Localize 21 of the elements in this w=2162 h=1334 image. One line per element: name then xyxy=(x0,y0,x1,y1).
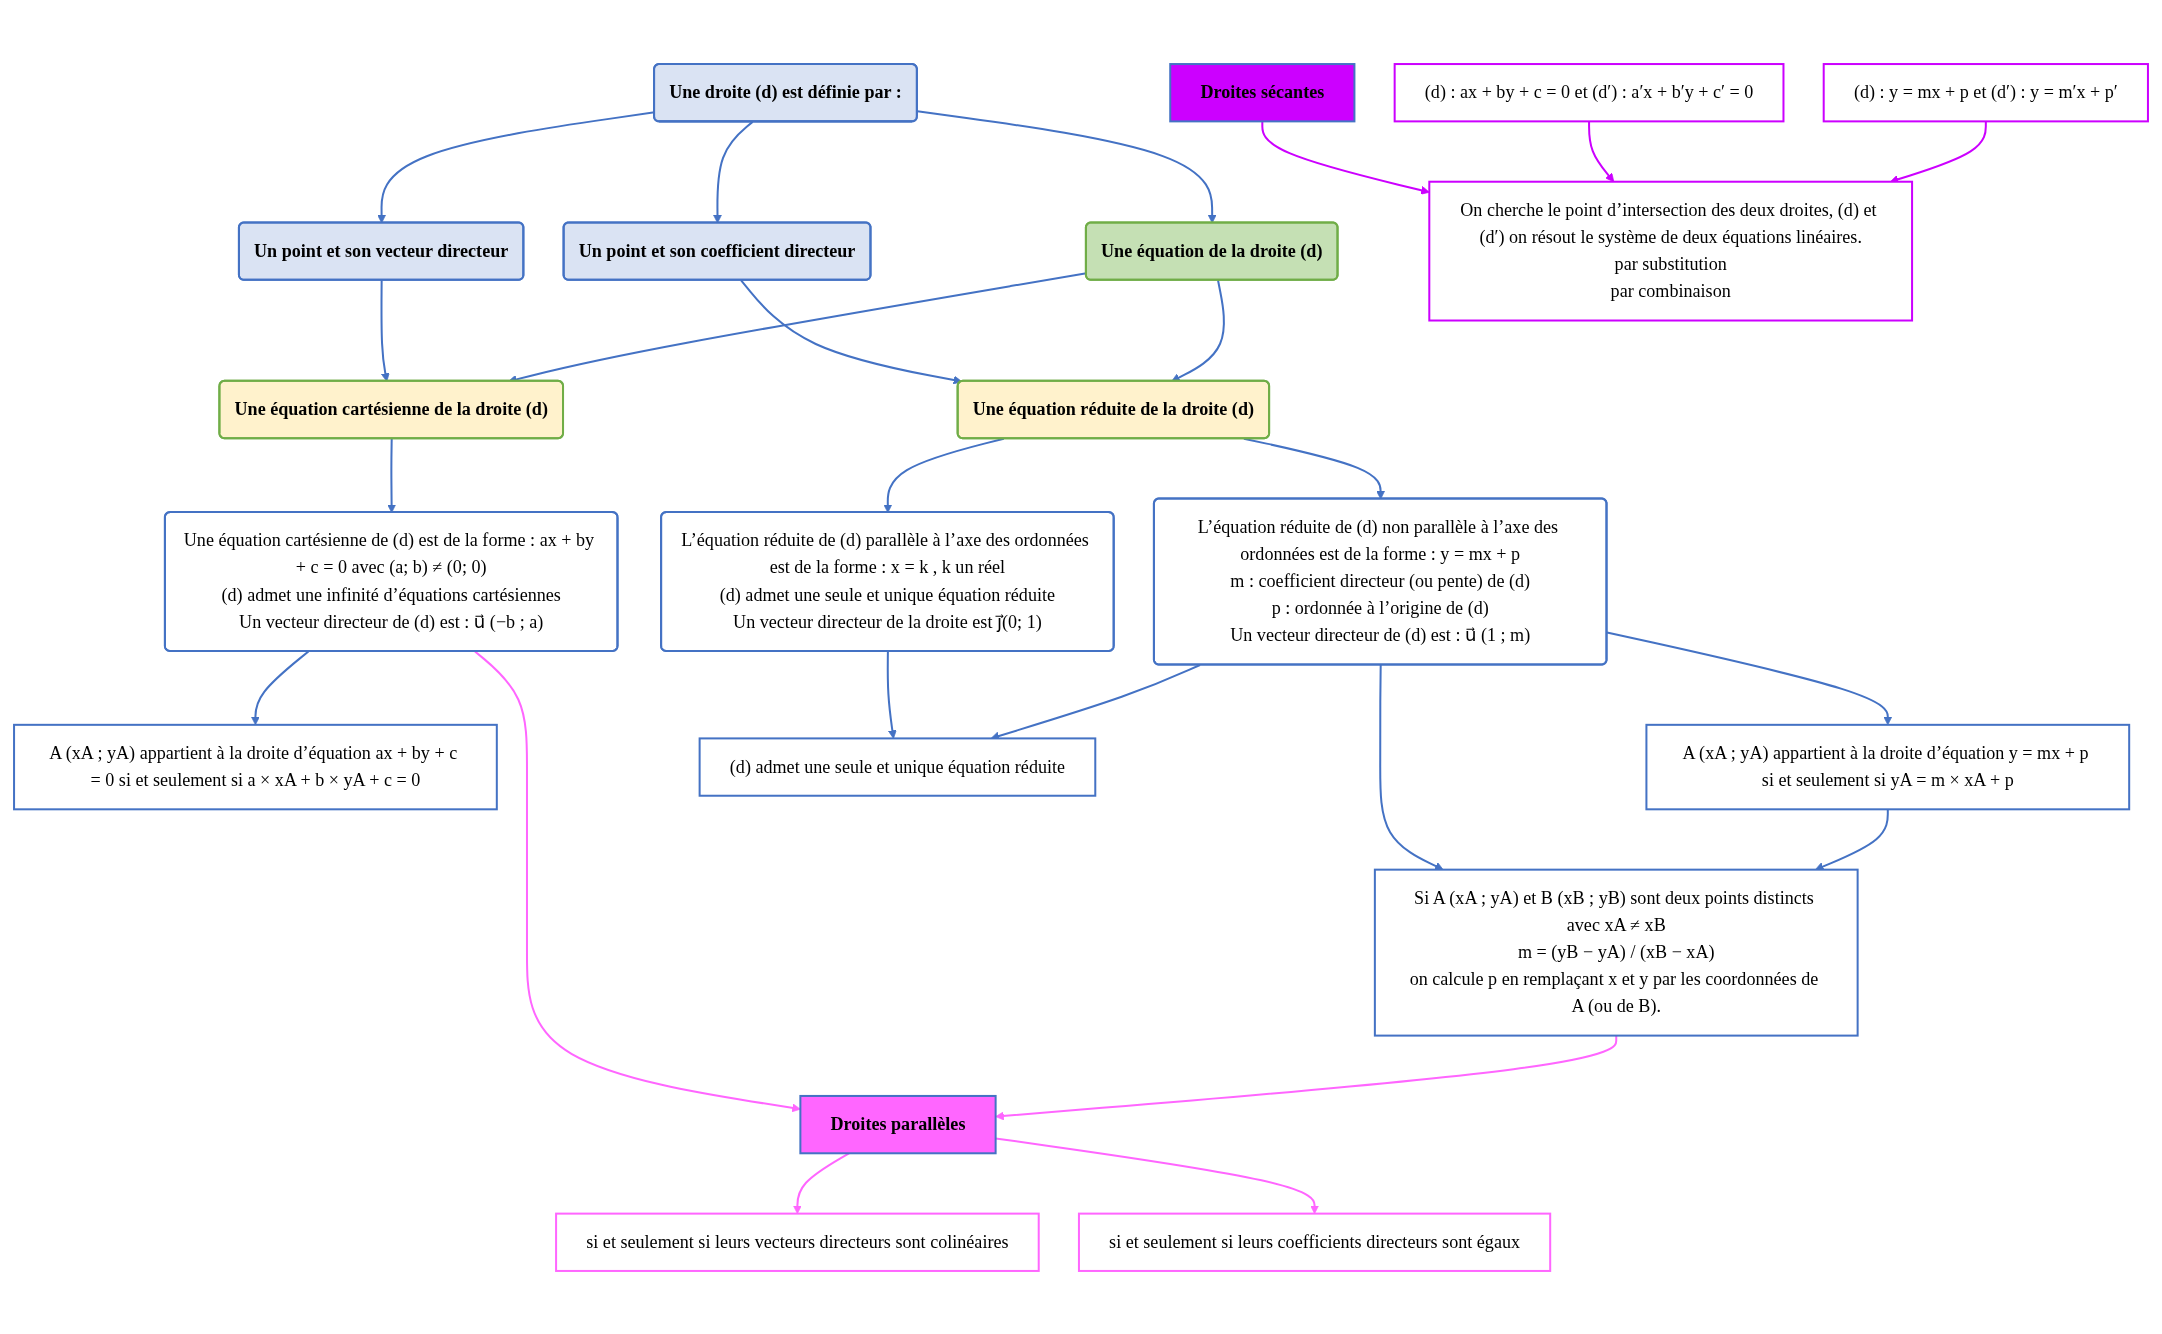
node-box: Droites sécantes xyxy=(1169,62,1356,122)
arrow xyxy=(995,1136,1319,1214)
arrow xyxy=(1243,437,1385,499)
arrow xyxy=(1261,120,1430,195)
arrow xyxy=(474,650,801,1112)
arrow xyxy=(740,279,963,384)
node-box: (d) : y = mx + p et (d′) : y = m′x + p′ xyxy=(1822,62,2149,122)
node-box: si et seulement si leurs coefficients directeurs sont égaux xyxy=(1077,1212,1552,1272)
node-box: A (xA ; yA) appartient à la droite d’équation y = mx + p si et seulement si yA = m × xA + p xyxy=(1645,723,2131,810)
node-box: (d) : ax + by + c = 0 et (d′) : a′x + b′y + c′ = 0 xyxy=(1393,62,1785,122)
arrow xyxy=(1379,664,1444,870)
node-box: On cherche le point d’intersection des deux droites, (d) et (d′) on résout le système de deux équations linéaires. par substitution par combinaison xyxy=(1428,180,1914,321)
arrow xyxy=(995,1035,1618,1120)
node-box: si et seulement si leurs vecteurs directeurs sont colinéaires xyxy=(555,1212,1040,1272)
node-box: (d) admet une seule et unique équation réduite xyxy=(698,736,1097,797)
arrow xyxy=(1606,630,1893,725)
node-box: Si A (xA ; yA) et B (xB ; yB) sont deux points distincts avec xA ≠ xB m = (yB − yA) / (xB − xA) on calcule p en remplaçant x et y par les coordonnées de A (ou de B). xyxy=(1373,868,1859,1037)
arrow xyxy=(1588,120,1615,182)
arrow xyxy=(251,650,310,725)
node-box: Droites parallèles xyxy=(799,1094,997,1154)
node-box: A (xA ; yA) appartient à la droite d’équation ax + by + c = 0 si et seulement si a × xA + b × yA + c = 0 xyxy=(13,723,498,810)
